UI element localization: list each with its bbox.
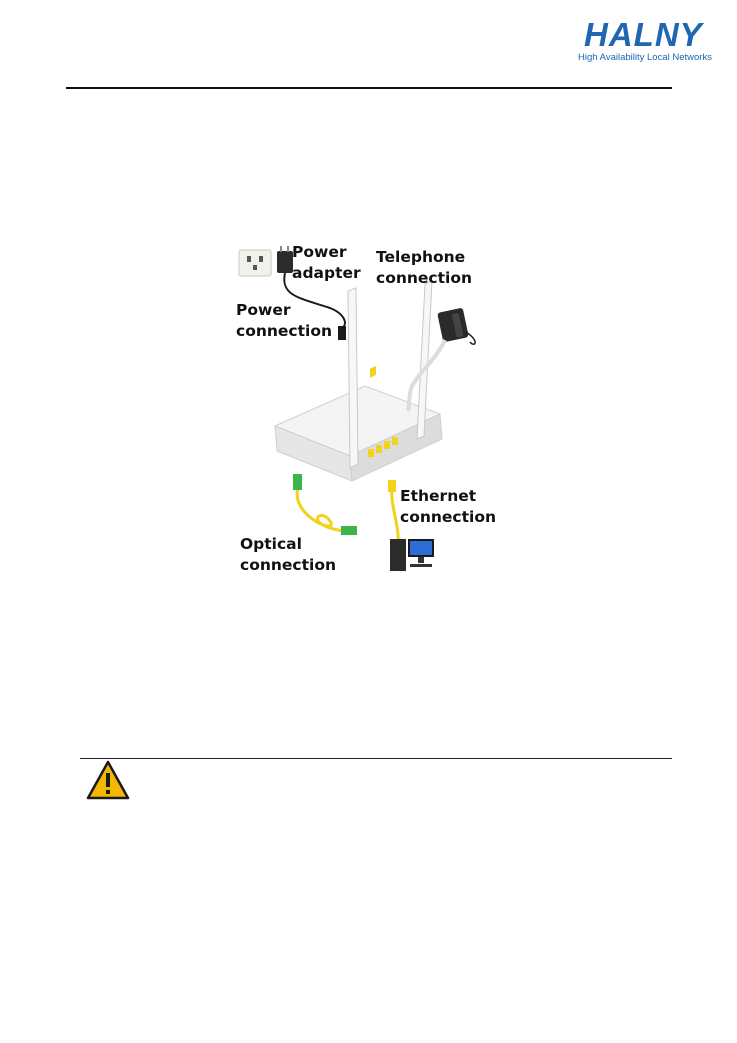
halny-logo: HALNY High Availability Local Networks xyxy=(578,18,718,64)
connection-diagram: Power adapter Telephone connection Power… xyxy=(230,236,520,581)
desktop-computer xyxy=(390,539,434,571)
label-optical-connection: Optical connection xyxy=(240,534,336,576)
warning-icon xyxy=(86,760,130,800)
label-power-adapter: Power adapter xyxy=(292,242,361,284)
power-adapter xyxy=(277,246,293,273)
label-telephone-connection: Telephone connection xyxy=(376,247,472,289)
label-power-connection: Power connection xyxy=(236,300,332,342)
wall-socket xyxy=(239,250,271,276)
logo-wordmark: HALNY xyxy=(584,18,703,52)
router-connection-illustration xyxy=(230,236,520,581)
logo-tagline: High Availability Local Networks xyxy=(578,52,712,63)
header-divider xyxy=(66,87,672,89)
label-ethernet-connection: Ethernet connection xyxy=(400,486,496,528)
note-divider xyxy=(80,758,672,759)
telephone xyxy=(437,308,469,343)
